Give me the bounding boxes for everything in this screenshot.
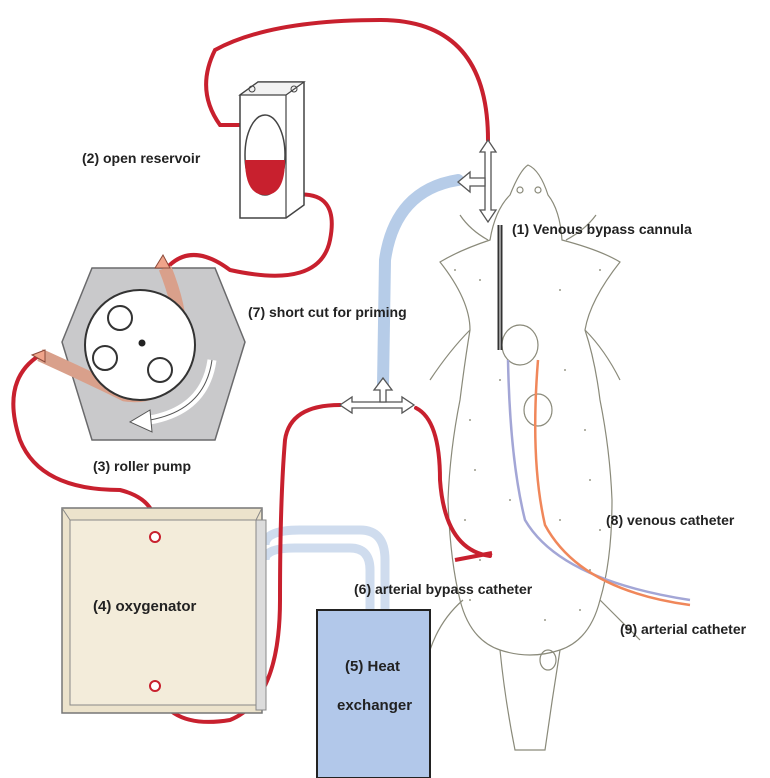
label-arterial-catheter: (9) arterial catheter [620,621,746,637]
label-open-reservoir: (2) open reservoir [82,150,200,166]
label-heat-exchanger-line2: exchanger [337,697,412,714]
pump-outlet-arrow-icon [155,255,170,268]
shortcut-t-connector-icon [340,378,414,413]
label-short-cut-priming: (7) short cut for priming [248,304,407,320]
arterial-catheter-line [535,360,690,605]
label-heat-exchanger-line1: (5) Heat [345,658,400,675]
cannula-t-connector-icon [458,140,496,222]
heat-exchanger [317,610,430,778]
label-venous-bypass-cannula: (1) Venous bypass cannula [512,221,692,237]
label-oxygenator: (4) oxygenator [93,598,196,615]
venous-tubing [383,180,458,385]
open-reservoir [240,82,304,218]
roller-pump [32,255,245,440]
label-roller-pump: (3) roller pump [93,458,191,474]
label-arterial-bypass-catheter: (6) arterial bypass catheter [354,581,532,597]
label-venous-catheter: (8) venous catheter [606,512,734,528]
